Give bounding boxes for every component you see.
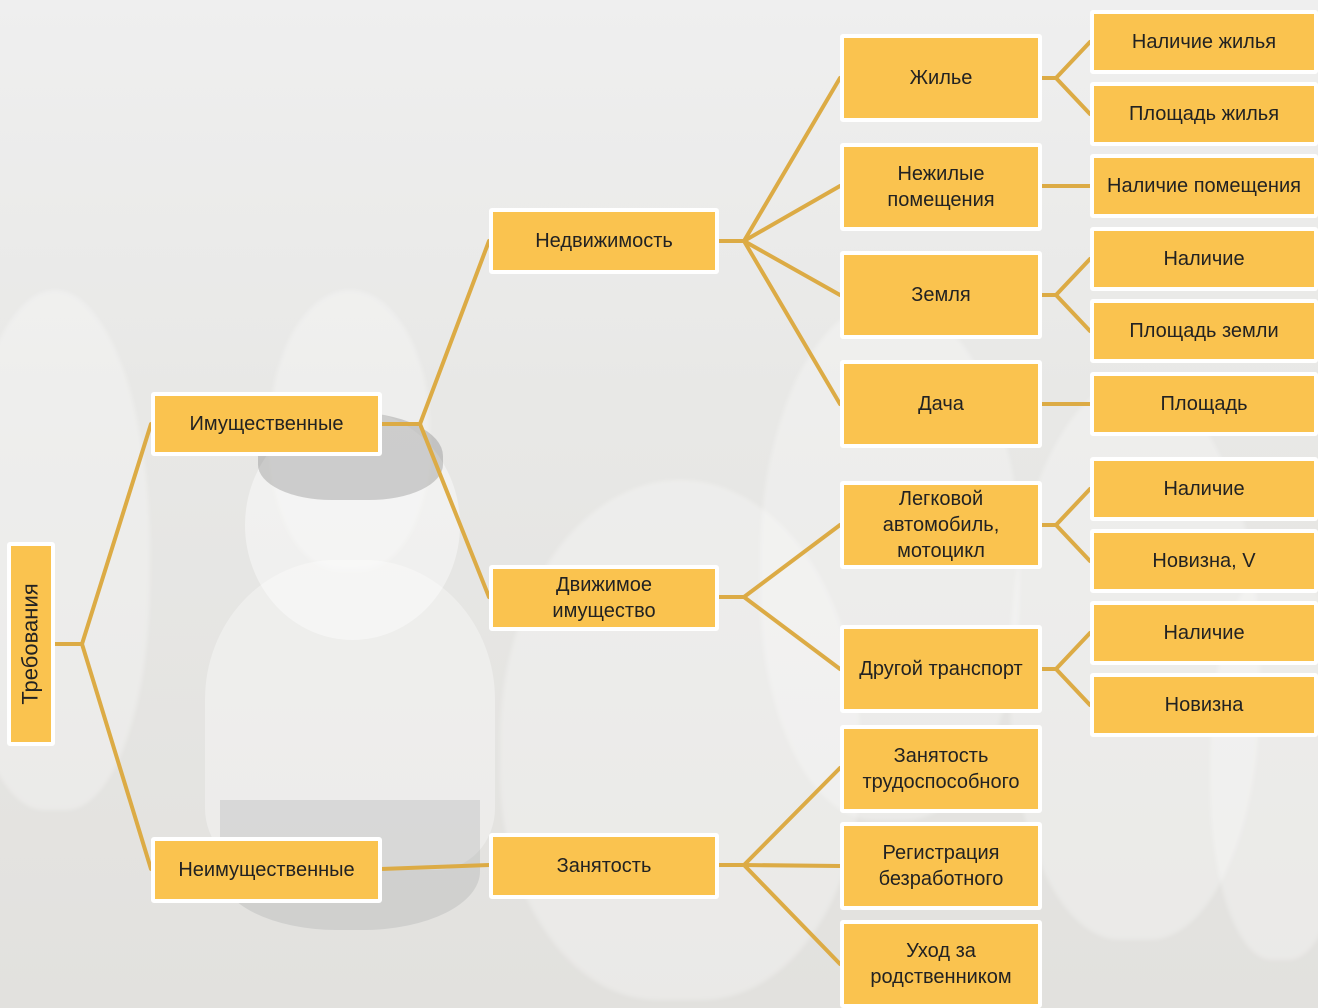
node-land-area: Площадь земли [1090, 299, 1318, 363]
node-land: Земля [840, 251, 1042, 339]
node-other-newness: Новизна [1090, 673, 1318, 737]
node-housing: Жилье [840, 34, 1042, 122]
connector-housing-area [1040, 76, 1092, 116]
node-housing-presence: Наличие жилья [1090, 10, 1318, 74]
node-property: Имущественные [151, 392, 382, 456]
node-room-presence: Наличие помещения [1090, 154, 1318, 218]
node-real-estate: Недвижимость [489, 208, 719, 274]
node-employment: Занятость [489, 833, 719, 899]
connector-housing-presence [1040, 40, 1092, 80]
connector-other-newness [1040, 667, 1092, 707]
connector-employment-care [716, 863, 842, 966]
connector-movable-car [716, 523, 842, 599]
node-car-presence: Наличие [1090, 457, 1318, 521]
connector-other-presence [1040, 631, 1092, 671]
root-label: Требования [18, 583, 44, 705]
connector-employment-able [716, 766, 842, 867]
connector-property-realestate [379, 239, 491, 426]
node-nonproperty: Неимущественные [151, 837, 382, 903]
connector-land-presence [1040, 257, 1092, 297]
node-other-transport: Другой транспорт [840, 625, 1042, 713]
connector-realestate-dacha [716, 239, 842, 406]
connector-root-property [53, 422, 153, 646]
connector-nonproperty-employment [379, 863, 491, 871]
connector-realestate-land [716, 239, 842, 297]
connector-car-presence [1040, 487, 1092, 527]
connector-property-movable [379, 422, 491, 599]
connector-realestate-nonresidential [716, 184, 842, 243]
node-housing-area: Площадь жилья [1090, 82, 1318, 146]
node-employment-able: Занятость трудоспособного [840, 725, 1042, 813]
doll-body [205, 560, 495, 870]
connector-movable-other [716, 595, 842, 671]
node-dacha-area: Площадь [1090, 372, 1318, 436]
node-car-newness: Новизна, V [1090, 529, 1318, 593]
connector-root-nonproperty [53, 642, 153, 871]
root-node: Требования [7, 542, 55, 746]
node-other-presence: Наличие [1090, 601, 1318, 665]
node-land-presence: Наличие [1090, 227, 1318, 291]
connector-car-newness [1040, 523, 1092, 563]
node-unemployed-registration: Регистрация безработного [840, 822, 1042, 910]
connector-land-area [1040, 293, 1092, 333]
connector-group [53, 40, 1092, 966]
node-dacha: Дача [840, 360, 1042, 448]
node-nonresidential: Нежилые помещения [840, 143, 1042, 231]
node-relative-care: Уход за родственником [840, 920, 1042, 1008]
connector-realestate-housing [716, 76, 842, 243]
node-movable-property: Движимое имущество [489, 565, 719, 631]
node-car: Легковой автомобиль, мотоцикл [840, 481, 1042, 569]
